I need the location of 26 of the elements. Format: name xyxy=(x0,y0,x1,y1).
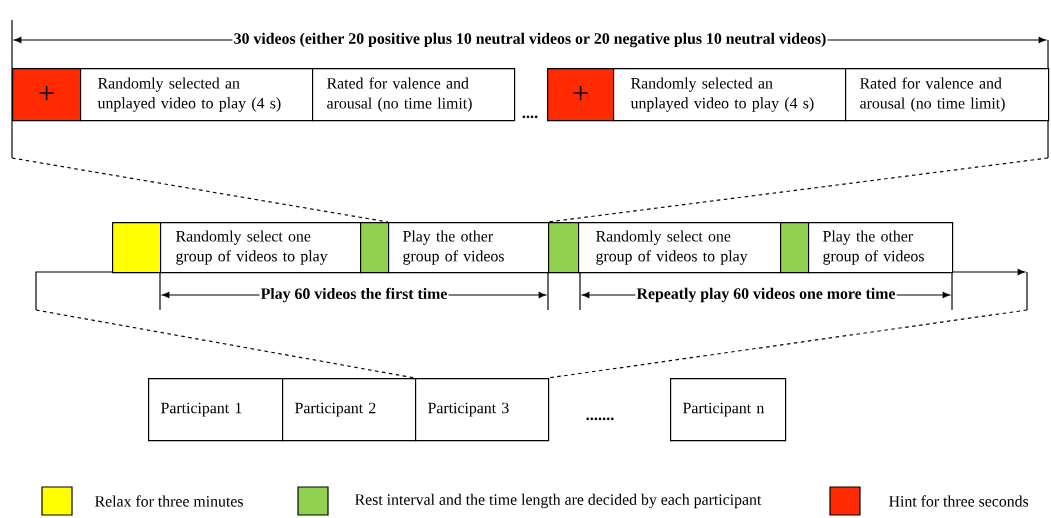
legend-label: Rest interval and the time length are decided by each participant xyxy=(355,493,762,509)
hint-box: + xyxy=(547,68,615,122)
step-box: Randomly selected an unplayed video to play (4 s) xyxy=(613,68,847,122)
rest-box xyxy=(780,222,810,274)
ellipsis: .... xyxy=(522,115,538,119)
span-label: Play 60 videos the first time xyxy=(259,286,449,304)
legend-label: Relax for three minutes xyxy=(95,495,243,507)
step-box: Randomly select one group of videos to play xyxy=(578,222,782,274)
step-box: Play the other group of videos xyxy=(388,222,550,274)
hint-box: + xyxy=(12,68,82,122)
participant-box: Participant 1 xyxy=(148,378,284,442)
participant-box: Participant 3 xyxy=(415,378,550,442)
step-box: Randomly select one group of videos to play xyxy=(160,222,362,274)
rest-box xyxy=(548,222,580,274)
relax-box xyxy=(112,222,162,274)
participant-box: Participant 2 xyxy=(282,378,417,442)
step-box: Rated for valence and arousal (no time limit) xyxy=(312,68,516,122)
step-box: Play the other group of videos xyxy=(808,222,954,274)
span-label: 30 videos (either 20 positive plus 10 neutral videos or 20 negative plus 10 neutral videos) xyxy=(232,31,828,49)
legend-label: Hint for three seconds xyxy=(889,495,1029,507)
step-box: Rated for valence and arousal (no time limit) xyxy=(845,68,1050,122)
rest-box xyxy=(360,222,390,274)
step-box: Randomly selected an unplayed video to play (4 s) xyxy=(80,68,314,122)
span-label: Repeatly play 60 videos one more time xyxy=(635,286,897,304)
participant-box: Participant n xyxy=(670,378,787,442)
ellipsis: ....... xyxy=(586,417,614,421)
